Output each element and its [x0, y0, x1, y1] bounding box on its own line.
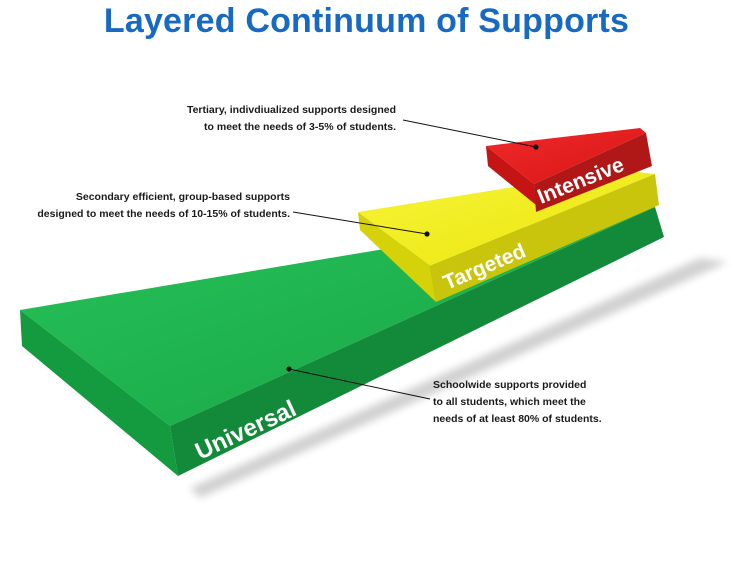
- layer-shadow: [190, 258, 728, 498]
- targeted-layer-left-edge: [358, 212, 436, 302]
- targeted-description-line: Secondary efficient, group-based support…: [75, 191, 290, 203]
- leader-lines: [288, 119, 537, 400]
- diagram-title: Layered Continuum of Supports: [103, 2, 630, 40]
- targeted-leader-line: [292, 211, 428, 235]
- universal-layer-left-edge: [20, 310, 178, 476]
- intensive-description-line: to meet the needs of 3-5% of students.: [204, 121, 396, 133]
- targeted-description-line: designed to meet the needs of 10-15% of …: [37, 208, 290, 220]
- intensive-layer-top: [486, 128, 646, 184]
- intensive-description-line: Tertiary, indivdiualized supports design…: [186, 104, 396, 116]
- intensive-layer-front-face: [534, 133, 652, 212]
- targeted-description: Secondary efficient, group-based support…: [10, 189, 290, 223]
- intensive-description: Tertiary, indivdiualized supports design…: [140, 102, 396, 136]
- universal-description: Schoolwide supports provided to all stud…: [433, 377, 663, 428]
- universal-description-line: Schoolwide supports provided: [433, 379, 587, 391]
- targeted-layer-front-face: [430, 174, 659, 302]
- universal-layer: [20, 207, 664, 476]
- targeted-leader-dot: [424, 231, 430, 237]
- universal-description-line: to all students, which meet the: [433, 396, 586, 408]
- universal-description-line: needs of at least 80% of students.: [433, 413, 602, 425]
- intensive-layer: [486, 128, 652, 212]
- universal-layer-front-face: [170, 207, 664, 476]
- universal-leader-line: [288, 368, 431, 400]
- intensive-leader-dot: [533, 144, 539, 150]
- intensive-leader-line: [402, 119, 537, 148]
- universal-leader-dot: [286, 366, 292, 372]
- intensive-layer-left-edge: [486, 146, 536, 205]
